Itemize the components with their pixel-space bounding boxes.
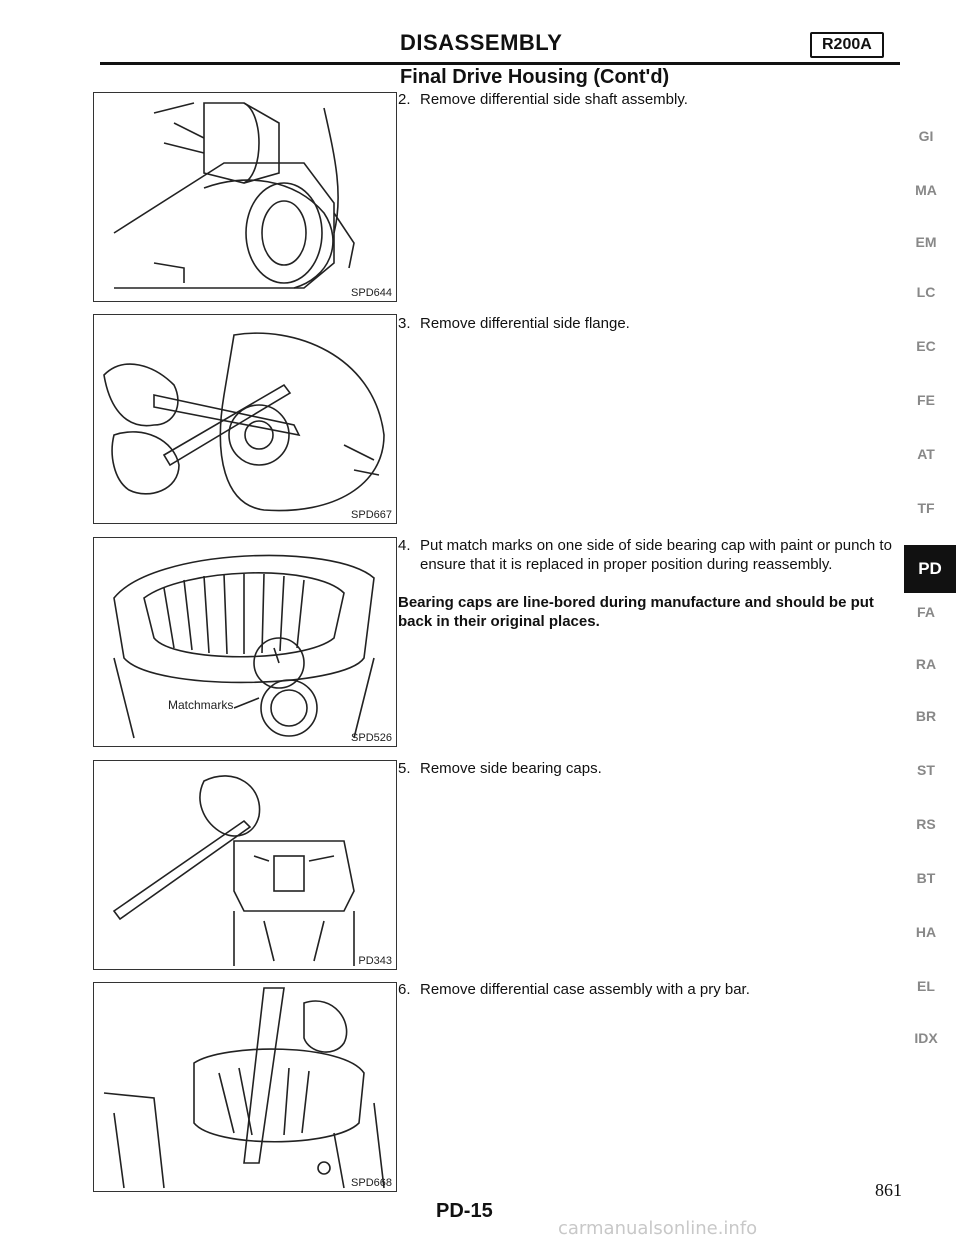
page-header-title: DISASSEMBLY [400, 30, 563, 55]
tab-lc[interactable]: LC [916, 284, 936, 300]
step-number: 2. [398, 91, 411, 108]
tab-br[interactable]: BR [915, 708, 937, 724]
figure-code: SPD526 [351, 732, 392, 744]
header-divider [100, 62, 900, 65]
tab-fe[interactable]: FE [917, 392, 935, 408]
illustration-flange-wrench [103, 332, 385, 512]
tab-tf[interactable]: TF [917, 500, 935, 516]
matchmarks-label: Matchmarks [168, 698, 234, 712]
figure-side-flange-removal: SPD667 [93, 314, 397, 524]
tab-ha[interactable]: HA [915, 924, 937, 940]
tab-fa[interactable]: FA [917, 604, 935, 620]
figure-code: PD343 [358, 955, 392, 967]
illustration-slide-hammer [113, 102, 355, 289]
step-6: 6. Remove differential case assembly with… [398, 980, 898, 999]
figure-code: SPD667 [351, 509, 392, 521]
figure-bearing-caps-removal: PD343 [93, 760, 397, 970]
step-2: 2. Remove differential side shaft assembl… [398, 90, 898, 109]
tab-el[interactable]: EL [917, 978, 935, 994]
tab-bt[interactable]: BT [916, 870, 936, 886]
step-number: 5. [398, 760, 411, 777]
tab-ma[interactable]: MA [915, 182, 937, 198]
step-text: Put match marks on one side of side bear… [420, 537, 892, 573]
step-text: Remove differential side flange. [420, 315, 630, 332]
model-badge: R200A [810, 32, 884, 58]
watermark-text: carmanualsonline.info [558, 1218, 758, 1239]
figure-code: SPD668 [351, 1177, 392, 1189]
step-number: 3. [398, 315, 411, 332]
step-3: 3. Remove differential side flange. [398, 314, 898, 333]
tab-st[interactable]: ST [917, 762, 935, 778]
step-number: 6. [398, 981, 411, 998]
tab-at[interactable]: AT [917, 446, 935, 462]
step-text: Remove differential side shaft assembly. [420, 91, 688, 108]
tab-em[interactable]: EM [915, 234, 937, 250]
tab-idx[interactable]: IDX [914, 1030, 938, 1046]
page-number: PD-15 [436, 1200, 493, 1222]
figure-code: SPD644 [351, 287, 392, 299]
step-text: Remove differential case assembly with a… [420, 981, 750, 998]
figure-matchmarks: Matchmarks SPD526 [93, 537, 397, 747]
step-4: 4. Put match marks on one side of side be… [398, 536, 920, 574]
tab-ec[interactable]: EC [916, 338, 936, 354]
step-number: 4. [398, 537, 411, 554]
tab-rs[interactable]: RS [916, 816, 936, 832]
section-title: Final Drive Housing (Cont'd) [400, 66, 670, 88]
illustration-bearing-cap [113, 554, 375, 739]
illustration-pry-bar [103, 987, 385, 1189]
tab-ra[interactable]: RA [915, 656, 937, 672]
bearing-cap-warning: Bearing caps are line-bored during manuf… [398, 594, 874, 630]
step-5: 5. Remove side bearing caps. [398, 759, 898, 778]
figure-pry-bar: SPD668 [93, 982, 397, 1192]
step-text: Remove side bearing caps. [420, 760, 602, 777]
tab-gi[interactable]: GI [918, 128, 934, 144]
illustration-cap-removal [112, 775, 355, 966]
tab-pd-active[interactable]: PD [904, 545, 956, 593]
figure-side-shaft-removal: SPD644 [93, 92, 397, 302]
sheet-number: 861 [875, 1180, 902, 1200]
